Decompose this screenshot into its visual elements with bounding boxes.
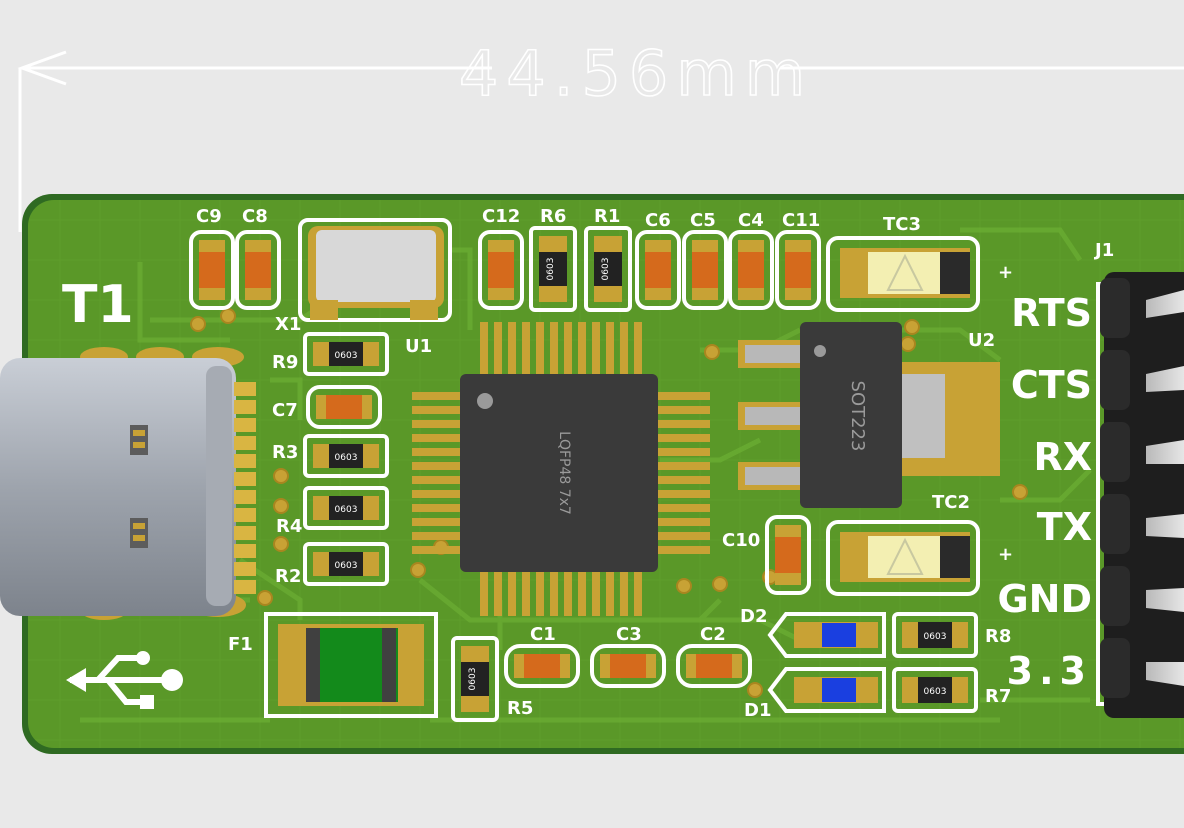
label-tc3-plus: + [998,262,1013,283]
ref-r4: R4 [276,516,302,537]
label-tc2-plus: + [998,544,1013,565]
tantalum-tc3 [826,236,980,312]
res-r1 [584,226,632,312]
cap-c11 [775,230,821,310]
usb-c-connector [0,347,256,620]
res-r4 [303,486,389,530]
cap-c4 [728,230,774,310]
ref-r1: R1 [594,206,620,227]
ref-c6: C6 [645,210,671,231]
ref-c4: C4 [738,210,764,231]
ref-c8: C8 [242,206,268,227]
pin-label-cts: CTS [1011,363,1092,407]
ref-c11: C11 [782,210,820,231]
cap-c9 [189,230,235,310]
cap-c1 [504,644,580,688]
label-j1: J1 [1093,240,1114,261]
crystal-x1 [298,218,452,322]
cap-c6 [635,230,681,310]
ref-c7: C7 [272,400,298,421]
ref-d2: D2 [740,606,767,627]
marking-r6: 0603 [546,258,556,281]
ref-c12: C12 [482,206,520,227]
label-x1: X1 [275,314,301,335]
ref-c9: C9 [196,206,222,227]
marking-r1: 0603 [601,258,611,281]
cap-c8 [235,230,281,310]
marking-r8: 0603 [924,632,947,642]
ref-r8: R8 [985,626,1011,647]
res-r6 [529,226,577,312]
ref-c3: C3 [616,624,642,645]
ref-d1: D1 [744,700,771,721]
ref-c1: C1 [530,624,556,645]
marking-r7: 0603 [924,687,947,697]
res-r8 [892,612,978,658]
res-r7 [892,667,978,713]
res-r9 [303,332,389,376]
label-f1: F1 [228,634,253,655]
ic-u1: LQFP48 7x7 [412,322,710,616]
label-u1: U1 [405,336,432,357]
pin-label-3v3: 3.3 [1007,649,1092,693]
cap-c3 [590,644,666,688]
marking-r3: 0603 [335,453,358,463]
silkscreen-labels: T1 X1 U1 U2 J1 F1 TC3 TC2 + + C9 C8 C12 … [62,206,1114,721]
res-r5 [451,636,499,722]
led-d2 [767,612,886,658]
marking-r9: 0603 [335,351,358,361]
ic-u2-label: SOT223 [847,381,868,452]
cap-c10 [765,515,811,595]
pin-header-j1 [1096,272,1184,718]
res-r2 [303,542,389,586]
dimension-line: 44.56mm [17,36,1184,232]
marking-r5: 0603 [468,668,478,691]
pin-label-tx: TX [1037,505,1092,549]
label-tc3: TC3 [883,214,921,235]
pin-label-rx: RX [1033,435,1092,479]
label-tc2: TC2 [932,492,970,513]
ref-r9: R9 [272,352,298,373]
pin-label-rts: RTS [1011,291,1092,335]
marking-r4: 0603 [335,505,358,515]
ref-r7: R7 [985,686,1011,707]
dimension-label: 44.56mm [459,37,813,110]
cap-c7 [306,385,382,429]
usb-trident-icon [66,651,183,709]
ic-u1-label: LQFP48 7x7 [556,431,572,515]
cap-c12 [478,230,524,310]
cap-c2 [676,644,752,688]
res-r3 [303,434,389,478]
pin-label-gnd: GND [997,577,1092,621]
ref-r2: R2 [275,566,301,587]
label-u2: U2 [968,330,995,351]
ref-r5: R5 [507,698,533,719]
ref-r6: R6 [540,206,566,227]
tantalum-tc2 [826,520,980,596]
package-markings: 0603 0603 0603 0603 0603 0603 0603 0603 … [335,258,947,697]
passive-components [189,226,978,722]
led-d1 [767,667,886,713]
ref-c2: C2 [700,624,726,645]
marking-r2: 0603 [335,561,358,571]
cap-c5 [682,230,728,310]
fuse-f1 [264,612,438,718]
ref-r3: R3 [272,442,298,463]
regulator-u2: SOT223 [738,322,1000,508]
ref-c5: C5 [690,210,716,231]
label-t1: T1 [62,275,134,335]
ref-c10: C10 [722,530,760,551]
